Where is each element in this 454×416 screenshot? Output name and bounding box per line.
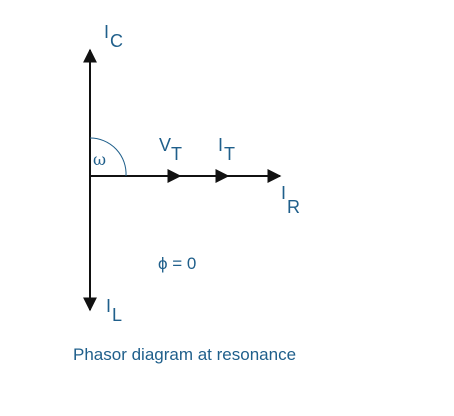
diagram-caption: Phasor diagram at resonance (73, 345, 296, 364)
phase-angle-label: ϕ = 0 (158, 254, 196, 273)
angle-arc (89, 137, 127, 177)
it-label: IT (218, 135, 235, 164)
omega-label: ω (93, 150, 106, 169)
il-label: IL (106, 296, 122, 325)
ic-label: IC (104, 22, 123, 51)
vt-label: VT (159, 135, 182, 164)
ir-label: IR (281, 183, 300, 217)
